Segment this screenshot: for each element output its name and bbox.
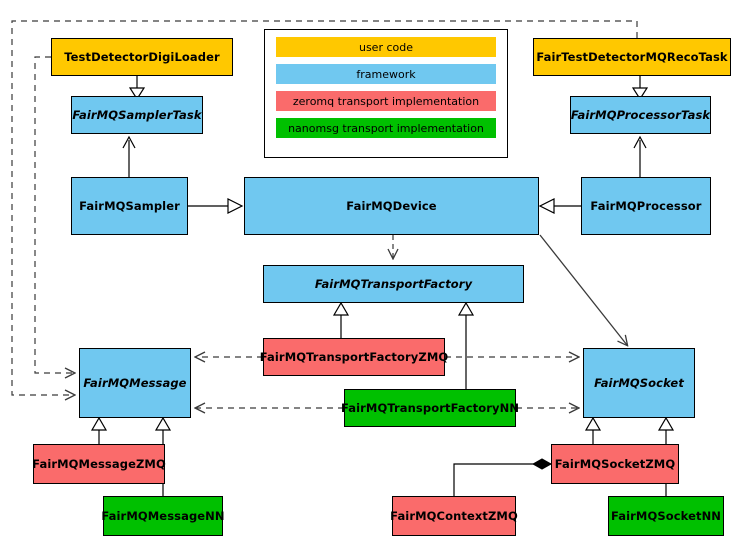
legend-label-framework: framework xyxy=(356,67,416,81)
class-box-TestDetectorDigiLoader[interactable]: TestDetectorDigiLoader xyxy=(51,38,233,76)
edge-device-socket xyxy=(539,234,627,345)
class-box-FairMQSocketZMQ[interactable]: FairMQSocketZMQ xyxy=(551,444,679,484)
class-box-label: FairMQProcessorTask xyxy=(570,107,711,122)
class-box-FairMQSampler[interactable]: FairMQSampler xyxy=(71,177,188,235)
legend-item-user-code: user code xyxy=(276,37,496,57)
class-box-label: FairMQTransportFactory xyxy=(314,276,473,291)
edge-contextzmq-socketzmq xyxy=(453,464,551,496)
class-box-FairTestDetectorMQRecoTask[interactable]: FairTestDetectorMQRecoTask xyxy=(533,38,731,76)
class-box-label: FairTestDetectorMQRecoTask xyxy=(536,49,728,64)
edge-digiloader-message xyxy=(34,56,74,373)
class-box-label: FairMQMessageNN xyxy=(101,508,225,523)
class-box-FairMQTransportFactoryZMQ[interactable]: FairMQTransportFactoryZMQ xyxy=(260,338,448,376)
class-box-label: FairMQContextZMQ xyxy=(390,508,518,523)
legend-item-framework: framework xyxy=(276,64,496,84)
class-box-FairMQMessageZMQ[interactable]: FairMQMessageZMQ xyxy=(32,444,166,484)
class-box-FairMQSamplerTask[interactable]: FairMQSamplerTask xyxy=(71,96,203,134)
class-box-label: FairMQSamplerTask xyxy=(72,107,202,122)
class-box-FairMQMessage[interactable]: FairMQMessage xyxy=(79,348,191,418)
class-box-label: FairMQMessage xyxy=(83,375,187,390)
class-box-FairMQSocketNN[interactable]: FairMQSocketNN xyxy=(608,496,724,536)
class-box-label: FairMQMessageZMQ xyxy=(32,456,166,471)
class-box-FairMQProcessor[interactable]: FairMQProcessor xyxy=(581,177,711,235)
class-box-label: FairMQDevice xyxy=(346,198,437,213)
legend-item-zeromq: zeromq transport implementation xyxy=(276,91,496,111)
class-box-label: FairMQSampler xyxy=(79,198,180,213)
class-box-label: FairMQSocketZMQ xyxy=(554,456,676,471)
class-box-label: FairMQTransportFactoryNN xyxy=(340,400,520,415)
class-box-label: FairMQProcessor xyxy=(590,198,702,213)
class-box-FairMQDevice[interactable]: FairMQDevice xyxy=(244,177,539,235)
class-box-label: FairMQTransportFactoryZMQ xyxy=(259,349,449,364)
legend-label-nanomsg: nanomsg transport implementation xyxy=(288,121,484,135)
class-box-FairMQContextZMQ[interactable]: FairMQContextZMQ xyxy=(390,496,518,536)
class-box-label: FairMQSocketNN xyxy=(610,508,722,523)
class-box-FairMQSocket[interactable]: FairMQSocket xyxy=(583,348,695,418)
class-box-label: TestDetectorDigiLoader xyxy=(64,49,220,64)
class-box-FairMQTransportFactoryNN[interactable]: FairMQTransportFactoryNN xyxy=(340,389,520,427)
legend-label-zeromq: zeromq transport implementation xyxy=(292,94,480,108)
class-box-label: FairMQSocket xyxy=(594,375,684,390)
class-box-FairMQTransportFactory[interactable]: FairMQTransportFactory xyxy=(263,265,524,303)
legend-label-user-code: user code xyxy=(358,40,414,54)
class-box-FairMQMessageNN[interactable]: FairMQMessageNN xyxy=(101,496,225,536)
legend-item-nanomsg: nanomsg transport implementation xyxy=(276,118,496,138)
class-box-FairMQProcessorTask[interactable]: FairMQProcessorTask xyxy=(570,96,711,134)
legend: user code framework zeromq transport imp… xyxy=(264,29,508,158)
